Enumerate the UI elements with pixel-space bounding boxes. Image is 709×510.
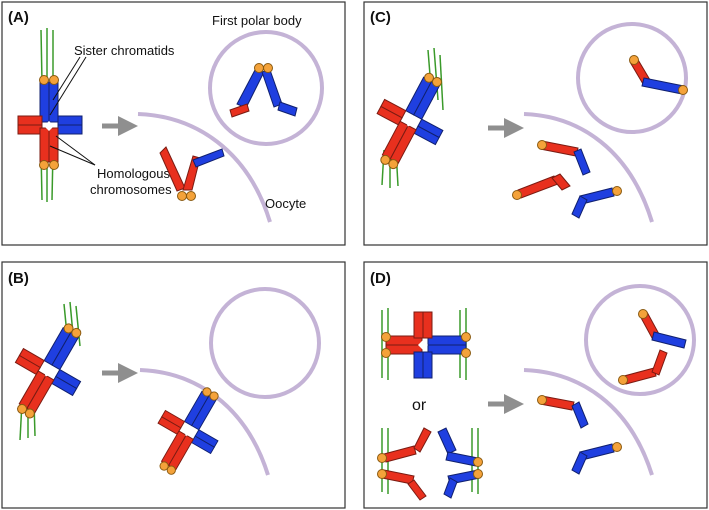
separated-chromatids: [377, 427, 483, 501]
oocyte-membrane: [523, 112, 654, 223]
polar-body-chromosomes: [629, 55, 688, 95]
oocyte-membrane: [137, 112, 272, 223]
panel-b-label: (B): [8, 270, 29, 287]
or-label: or: [412, 397, 427, 414]
sister-chromatids-label: Sister chromatids: [74, 43, 175, 58]
polar-body-circle: [208, 30, 324, 146]
oocyte-chromosomes: [537, 395, 622, 475]
oocyte-chromosomes: [512, 140, 622, 219]
homologous-label-1: Homologous: [97, 166, 170, 181]
polar-body-circle: [584, 284, 696, 396]
bivalent-horizontal: [381, 311, 471, 379]
polar-body-chromosomes: [618, 309, 687, 385]
polar-body-chromosomes: [229, 63, 298, 118]
polar-body-circle: [209, 287, 321, 399]
panel-d: (D) or: [363, 261, 708, 509]
polar-body-circle: [576, 22, 688, 134]
panel-b: (B): [1, 261, 346, 509]
bivalent: [17, 75, 83, 170]
panel-a-label: (A): [8, 9, 29, 26]
first-polar-body-label: First polar body: [212, 13, 302, 28]
bivalent-tilted: [14, 323, 82, 419]
oocyte-label: Oocyte: [265, 196, 306, 211]
oocyte-bivalent: [157, 387, 219, 475]
bivalent-tilted: [376, 72, 444, 170]
panel-c: (C): [363, 1, 708, 246]
panel-c-frame: [363, 1, 708, 246]
homologous-label-2: chromosomes: [90, 182, 172, 197]
panel-c-label: (C): [370, 9, 391, 26]
panel-a: (A): [1, 1, 346, 246]
oocyte-chromosomes: [159, 146, 225, 201]
oocyte-membrane: [523, 368, 654, 476]
chiasma: [44, 121, 54, 131]
annotation-leaders: [49, 56, 96, 166]
panel-d-frame: [363, 261, 708, 509]
panel-d-label: (D): [370, 270, 391, 287]
